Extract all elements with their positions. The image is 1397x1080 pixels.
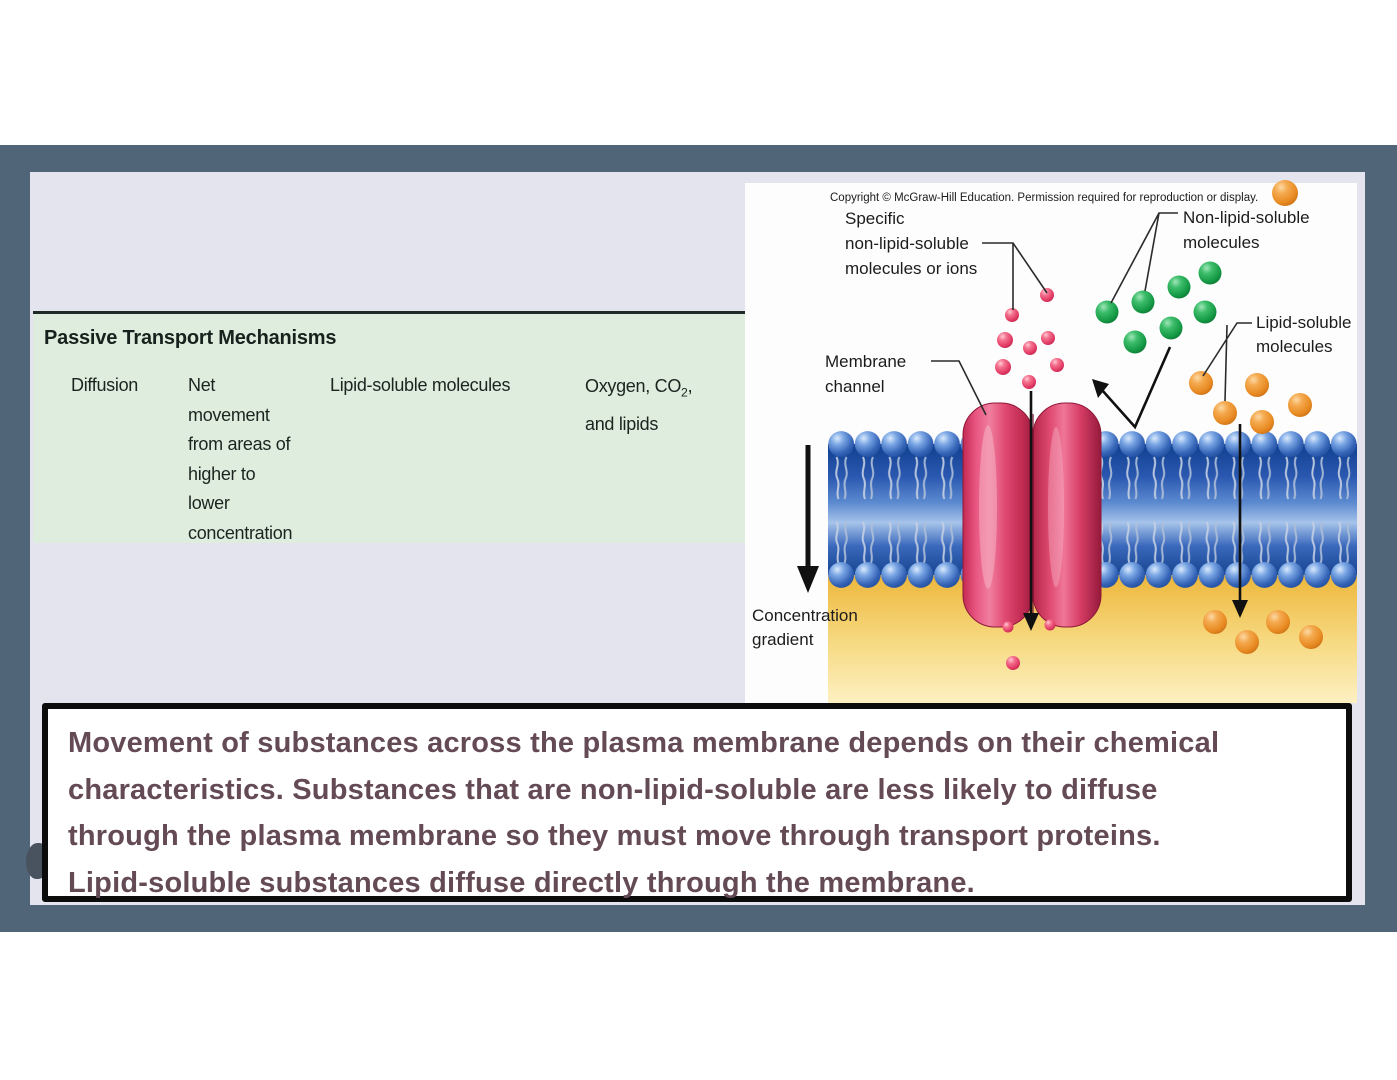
svg-text:Concentration: Concentration [752,606,858,625]
label-membrane-channel: Membrane channel [825,352,906,396]
svg-text:molecules: molecules [1256,337,1333,356]
leader-non-lipid [1110,212,1178,304]
orange-molecules-below [1203,610,1323,654]
membrane-channel-protein [962,402,1102,628]
svg-text:molecules or ions: molecules or ions [845,259,977,278]
caption-box: Movement of substances across the plasma… [42,703,1352,902]
svg-text:Specific: Specific [845,209,905,228]
pink-molecules-below [1002,619,1056,670]
caption-line: Lipid-soluble substances diffuse directl… [68,866,975,899]
concentration-gradient-arrow [797,445,819,593]
leader-membrane-channel [931,360,987,416]
examples-line-1: Oxygen, CO2, [585,376,693,400]
label-non-lipid-soluble: Non-lipid-soluble molecules [1183,208,1310,252]
copyright-text: Copyright © McGraw-Hill Education. Permi… [830,192,1258,204]
svg-text:channel: channel [825,377,885,396]
caption-line: through the plasma membrane so they must… [68,820,1161,852]
membrane-diagram: Copyright © McGraw-Hill Education. Permi… [745,180,1357,703]
svg-text:gradient: gradient [752,630,814,649]
label-lipid-soluble: Lipid-soluble molecules [1256,313,1351,356]
partial-orange-molecule [1272,180,1298,206]
table-cell-mechanism: Diffusion [71,375,139,395]
caption-line: Movement of substances across the plasma… [68,727,1220,759]
table-cell-examples: Oxygen, CO2, and lipids [585,371,693,440]
channel-arrow [1023,391,1039,631]
label-concentration-gradient: Concentration gradient [752,606,858,649]
table-background [33,314,748,543]
green-molecules [1095,261,1222,354]
svg-text:Membrane: Membrane [825,352,906,371]
label-specific-non-lipid-soluble: Specific non-lipid-soluble molecules or … [845,209,977,278]
leader-specific [982,242,1048,310]
table-top-rule [33,311,748,314]
svg-text:Non-lipid-soluble: Non-lipid-soluble [1183,208,1310,227]
orange-molecules-above [1189,371,1312,434]
leader-lipid [1202,322,1252,402]
lipid-diffusion-arrow [1232,424,1248,618]
examples-line-2: and lipids [585,413,659,434]
svg-text:Lipid-soluble: Lipid-soluble [1256,313,1351,332]
pink-molecules-above [995,288,1064,389]
table-cell-substances: Lipid-soluble molecules [330,375,511,395]
svg-text:non-lipid-soluble: non-lipid-soluble [845,234,969,253]
svg-text:molecules: molecules [1183,233,1260,252]
bounce-arrow [1092,346,1172,430]
table-title: Passive Transport Mechanisms [44,327,337,349]
caption-line: characteristics. Substances that are non… [68,773,1158,806]
table-cell-description: Net movement from areas of higher to low… [188,375,293,543]
